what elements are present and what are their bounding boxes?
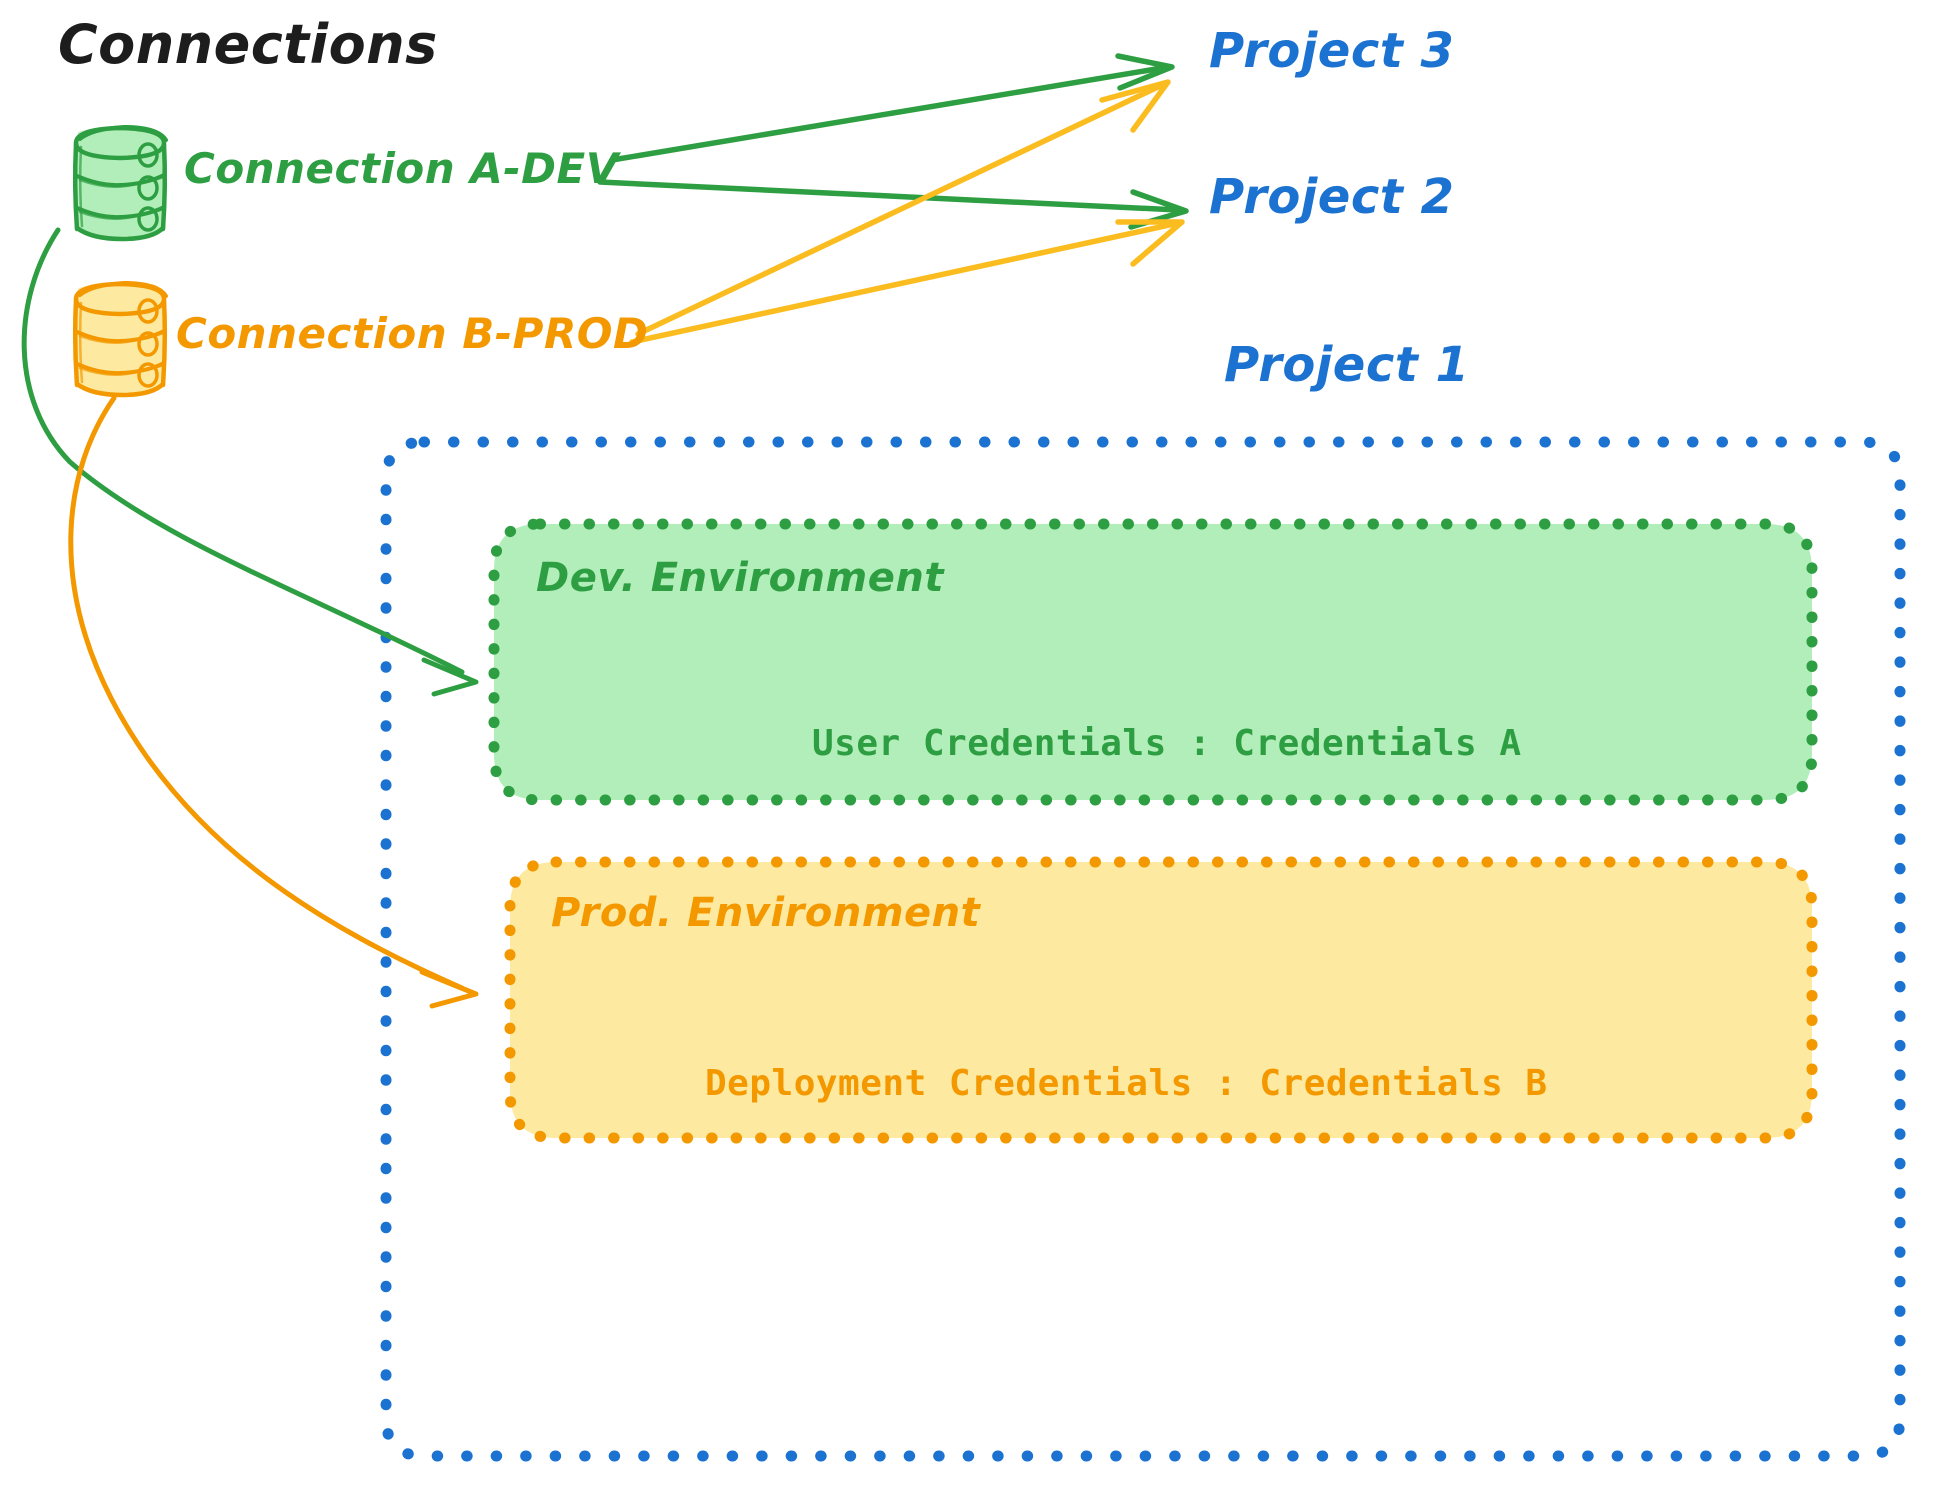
prod-environment-box[interactable] bbox=[504, 856, 1818, 1144]
arrow-conn-a-to-dev-environment bbox=[21, 227, 479, 697]
dev-environment-title: Dev. Environment bbox=[536, 555, 944, 601]
page-title: Connections bbox=[58, 13, 438, 76]
project-2-label[interactable]: Project 2 bbox=[1209, 169, 1455, 225]
arrow-conn-b-to-project-3 bbox=[635, 79, 1171, 337]
arrow-conn-a-to-project-2 bbox=[597, 179, 1189, 230]
arrow-conn-b-to-prod-environment bbox=[68, 395, 479, 1009]
arrow-conn-b-to-project-2 bbox=[629, 219, 1185, 345]
arrow-conn-a-to-project-3 bbox=[609, 53, 1175, 163]
prod-environment-title: Prod. Environment bbox=[551, 890, 981, 936]
prod-environment-credentials: Deployment Credentials : Credentials B bbox=[705, 1063, 1548, 1104]
project-3-label[interactable]: Project 3 bbox=[1209, 23, 1455, 79]
connection-a-dev-label[interactable]: Connection A-DEV bbox=[184, 144, 619, 193]
project-1-container bbox=[380, 436, 1906, 1462]
dev-environment-credentials: User Credentials : Credentials A bbox=[812, 723, 1522, 764]
dev-environment-box[interactable] bbox=[488, 518, 1818, 806]
database-cylinder-icon-orange[interactable] bbox=[72, 280, 168, 398]
database-cylinder-icon-green[interactable] bbox=[72, 124, 168, 242]
project-1-label[interactable]: Project 1 bbox=[1224, 337, 1470, 393]
connection-b-prod-label[interactable]: Connection B-PROD bbox=[176, 309, 649, 358]
